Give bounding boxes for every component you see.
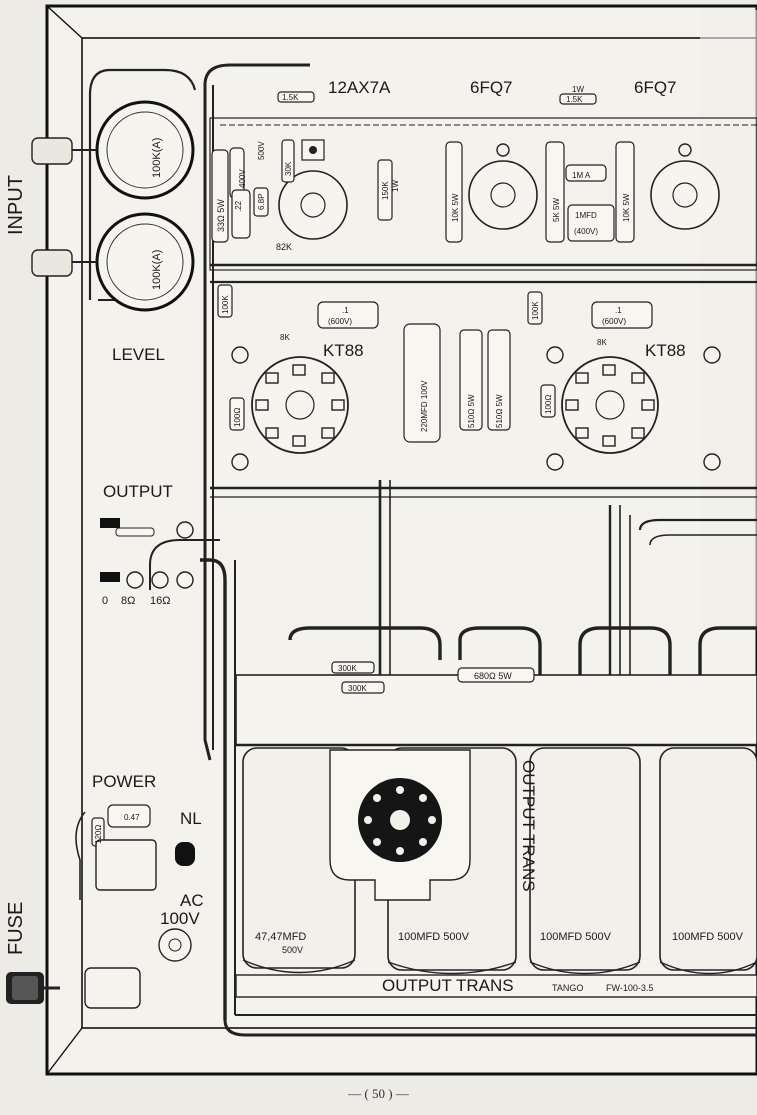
tube-label-6fq7-1: 6FQ7: [470, 78, 513, 97]
label-r-1k5-b: 1.5K: [566, 95, 583, 104]
label-r-82k: 82K: [276, 242, 292, 252]
can-label-1-voltage: 500V: [282, 945, 303, 955]
label-r-150k-w: 1W: [391, 180, 400, 192]
page-number: — ( 50 ) —: [348, 1086, 409, 1101]
ac-cord-clamp: [84, 967, 141, 1009]
label-c-68p: 6.8P: [257, 194, 266, 210]
socket-kt88-1: [251, 356, 349, 454]
socket-kt88-2: [561, 356, 659, 454]
label-r-680: 680Ω 5W: [474, 671, 512, 681]
socket-6fq7-1: [468, 143, 538, 230]
label-c-047: 0.47: [124, 813, 140, 822]
label-r-300k-a: 300K: [338, 664, 357, 673]
label-r-100-a: 100Ω: [233, 408, 242, 427]
label-r-100-b: 100Ω: [544, 395, 553, 414]
input-pot-1[interactable]: [31, 100, 195, 200]
nl-label: NL: [180, 809, 202, 828]
terminal-label-16: 16Ω: [150, 595, 170, 607]
label-r-10k5w-b: 10K 5W: [622, 193, 631, 222]
label-r-8k-b: 8K: [597, 338, 607, 347]
pot-label-1: 100K(A): [151, 138, 163, 178]
output-transformer-strip: [235, 974, 757, 998]
input-pot-2[interactable]: [31, 212, 195, 312]
label-r-100k-a: 100K: [221, 295, 230, 314]
label-r-1m: 1M A: [572, 171, 591, 180]
mounting-holes: [231, 346, 721, 471]
tube-label-kt88-2: KT88: [645, 341, 686, 360]
fuse-label: FUSE: [5, 902, 27, 955]
power-label: POWER: [92, 772, 156, 791]
power-switch[interactable]: [75, 811, 157, 900]
label-r-1w: 1W: [572, 85, 584, 94]
label-r-1k5-a: 1.5K: [282, 93, 299, 102]
label-r-510-a: 510Ω 5W: [467, 394, 476, 428]
capacitor-can-3: [529, 747, 641, 975]
pot-label-2: 100K(A): [151, 250, 163, 290]
input-label: INPUT: [5, 175, 27, 235]
resistors: [91, 91, 635, 847]
label-c-1-b: .1: [615, 306, 622, 315]
capacitor-can-4: [659, 747, 757, 975]
label-r-10k5w-a: 10K 5W: [451, 193, 460, 222]
terminal-label-8: 8Ω: [121, 595, 135, 607]
output-trans-label: OUTPUT TRANS: [382, 976, 514, 995]
label-r-5k5w: 5K 5W: [552, 198, 561, 222]
transformer-model: FW-100-3.5: [606, 983, 653, 993]
power-board: [235, 674, 757, 746]
can-label-4: 100MFD 500V: [672, 931, 744, 943]
transformer-brand: TANGO: [552, 983, 583, 993]
tube-label-kt88-1: KT88: [323, 341, 364, 360]
terminal-label-0: 0: [102, 595, 108, 607]
tube-board-upper: [209, 117, 757, 271]
neon-lamp: [175, 842, 195, 866]
tube-label-12ax7a: 12AX7A: [328, 78, 391, 97]
label-c-400v: 400V: [238, 169, 247, 188]
label-r-30k: 30K: [284, 161, 293, 176]
ac-label: AC: [180, 891, 204, 910]
label-c-1-b-v: (600V): [602, 317, 626, 326]
label-c-22: .22: [234, 200, 243, 212]
label-c-220: 220MFD 100V: [420, 380, 429, 432]
ac-inlet: [158, 928, 192, 962]
label-r-510-b: 510Ω 5W: [495, 394, 504, 428]
capacitor-can-1: [242, 747, 356, 974]
output-terminal-strip: [100, 518, 194, 589]
label-r-300k-b: 300K: [348, 684, 367, 693]
tube-label-6fq7-2: 6FQ7: [634, 78, 677, 97]
label-c-1-a-v: (600V): [328, 317, 352, 326]
label-r-150k: 150K: [381, 181, 390, 200]
socket-12ax7a: [278, 139, 348, 240]
socket-6fq7-2: [650, 143, 720, 230]
label-c-1mfd: 1MFD: [575, 211, 597, 220]
output-label: OUTPUT: [103, 482, 173, 501]
label-c-1-a: .1: [342, 306, 349, 315]
label-r-33: 33Ω 5W: [216, 199, 226, 232]
label-r-100k-b: 100K: [531, 301, 540, 320]
output-trans-side-label: OUTPUT TRANS: [519, 760, 538, 892]
level-label: LEVEL: [112, 345, 165, 364]
ac-voltage-label: 100V: [160, 909, 200, 928]
can-label-3: 100MFD 500V: [540, 931, 612, 943]
label-r-8k-a: 8K: [280, 333, 290, 342]
fuse-holder[interactable]: [6, 972, 60, 1004]
capacitors: [107, 147, 653, 828]
can-label-2: 100MFD 500V: [398, 931, 470, 943]
can-label-1: 47,47MFD: [255, 931, 306, 943]
label-r-120: 120Ω: [94, 825, 103, 844]
rectifier-tube-socket: [329, 749, 471, 901]
chassis-inner-outline: [81, 37, 757, 1029]
label-c-500v: 500V: [257, 141, 266, 160]
label-c-1mfd-v: (400V): [574, 227, 598, 236]
